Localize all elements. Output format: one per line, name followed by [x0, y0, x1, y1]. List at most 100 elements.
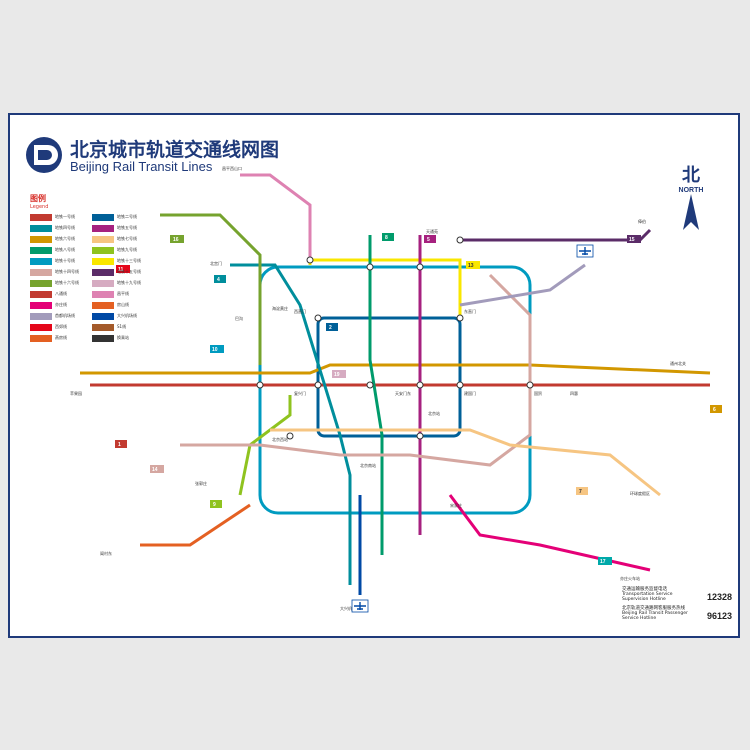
legend-item: 房山线 — [92, 301, 150, 309]
transfer-station[interactable] — [416, 432, 424, 440]
transfer-station[interactable] — [526, 381, 534, 389]
station-label[interactable]: 建国门 — [464, 390, 476, 396]
line-badge-8[interactable] — [382, 233, 394, 241]
transfer-station[interactable] — [286, 432, 294, 440]
legend-label: 地铁十五号线 — [117, 269, 141, 274]
station-label[interactable]: 通州北关 — [670, 360, 686, 366]
station-label[interactable]: 西直门 — [294, 308, 306, 314]
transfer-station[interactable] — [456, 314, 464, 322]
line-badge-14[interactable] — [150, 465, 164, 473]
hotline-number[interactable]: 12328 — [706, 592, 732, 602]
legend-label: 地铁四号线 — [55, 225, 75, 230]
legend-item: 地铁十五号线 — [92, 268, 150, 276]
svg-text:19: 19 — [334, 372, 340, 378]
line-16-path[interactable] — [160, 213, 262, 365]
legend-swatch — [30, 279, 52, 287]
station-label[interactable]: 国贸 — [534, 390, 542, 396]
line-8-path[interactable] — [368, 235, 384, 555]
station-label[interactable]: 天安门东 — [395, 390, 411, 396]
legend-swatch — [92, 235, 114, 243]
station-label[interactable]: 张郭庄 — [195, 480, 207, 486]
line-badge-6[interactable] — [710, 405, 722, 413]
transfer-station[interactable] — [456, 381, 464, 389]
station-label[interactable]: 苹果园 — [70, 390, 82, 396]
station-label[interactable]: 俸伯 — [638, 218, 646, 224]
hotline-row: 交通运输服务监督电话 Transportation Service Superv… — [622, 587, 732, 602]
line-badge-10[interactable] — [210, 345, 224, 353]
hotline-number[interactable]: 96123 — [706, 611, 732, 621]
transfer-station[interactable] — [456, 236, 464, 244]
line-15-path[interactable] — [460, 228, 652, 242]
line-badge-19[interactable] — [332, 370, 346, 378]
transfer-station[interactable] — [314, 314, 322, 322]
line-6-path[interactable] — [80, 363, 711, 375]
station-label[interactable]: 大兴机场 — [340, 605, 356, 611]
transfer-station[interactable] — [256, 381, 264, 389]
line-badge-2[interactable] — [326, 323, 338, 331]
line-badge-9[interactable] — [210, 500, 222, 508]
legend-swatch — [92, 312, 114, 320]
legend-item: 西郊线 — [30, 323, 88, 331]
transfer-station[interactable] — [306, 256, 314, 264]
transfer-station[interactable] — [366, 263, 374, 271]
yizhuang-line-path[interactable] — [448, 494, 651, 572]
legend-swatch — [92, 246, 114, 254]
transfer-station[interactable] — [416, 263, 424, 271]
legend-label: 地铁十九号线 — [117, 280, 141, 285]
line-badge-11[interactable] — [116, 265, 130, 273]
station-label[interactable]: 北京站 — [428, 410, 440, 416]
station-label[interactable]: 北京西站 — [272, 436, 288, 442]
line-badge-15[interactable] — [627, 235, 641, 243]
line-badge-5[interactable] — [424, 235, 436, 243]
station-label[interactable]: 宋家庄 — [450, 502, 462, 508]
hotline-label: 交通运输服务监督电话 Transportation Service Superv… — [622, 587, 673, 602]
transfer-station[interactable] — [416, 381, 424, 389]
legend-swatch — [30, 235, 52, 243]
legend-label: 亦庄线 — [55, 302, 67, 307]
north-label-cn: 北 — [682, 165, 700, 186]
station-label[interactable]: 天通苑 — [426, 228, 438, 234]
line-badge-17[interactable] — [598, 557, 612, 565]
transfer-station[interactable] — [366, 381, 374, 389]
legend-swatch — [92, 257, 114, 265]
fangshan-line-path[interactable] — [140, 503, 251, 547]
north-label-en: NORTH — [678, 187, 704, 194]
station-label[interactable]: 昌平西山口 — [222, 165, 242, 171]
legend-label: 地铁八号线 — [55, 247, 75, 252]
line-14-path[interactable] — [180, 273, 532, 467]
changping-line-path[interactable] — [240, 173, 312, 260]
station-label[interactable]: 阎村东 — [100, 550, 112, 556]
legend-label: 地铁十六号线 — [55, 280, 79, 285]
line-4-path[interactable] — [230, 263, 352, 585]
station-label[interactable]: 北宫门 — [210, 260, 222, 266]
legend-item: 地铁十六号线 — [30, 279, 88, 287]
airport-icon — [576, 244, 594, 258]
north-arrow-icon — [683, 194, 699, 230]
line-badge-13[interactable] — [466, 261, 480, 269]
svg-text:2: 2 — [329, 325, 332, 331]
rail-map-poster: 西直门 东直门 建国门 复兴门 天安门东 北京站 北京西站 北京南站 宋家庄 海… — [8, 113, 740, 638]
station-label[interactable]: 东直门 — [464, 308, 476, 314]
station-label[interactable]: 四惠 — [570, 390, 578, 396]
legend-item: 亦庄线 — [30, 301, 88, 309]
line-2-path[interactable] — [316, 316, 462, 438]
station-label[interactable]: 复兴门 — [294, 390, 306, 396]
line-badge-16[interactable] — [170, 235, 184, 243]
line-badge-7[interactable] — [576, 487, 588, 495]
station-label[interactable]: 巴沟 — [235, 315, 243, 321]
line-badge-1[interactable] — [115, 440, 127, 448]
station-label[interactable]: 环球度假区 — [630, 490, 650, 496]
line-7-path[interactable] — [270, 428, 661, 497]
line-badge-4[interactable] — [214, 275, 226, 283]
legend-item: 八通线 — [30, 290, 88, 298]
legend-swatch — [30, 290, 52, 298]
station-label[interactable]: 海淀黄庄 — [272, 305, 288, 311]
station-label[interactable]: 亦庄火车站 — [620, 575, 640, 581]
airport-line-path[interactable] — [459, 263, 586, 307]
legend-swatch — [92, 279, 114, 287]
station-labels: 西直门 东直门 建国门 复兴门 天安门东 北京站 北京西站 北京南站 宋家庄 海… — [70, 165, 686, 611]
transfer-station[interactable] — [314, 381, 322, 389]
station-label[interactable]: 北京南站 — [360, 462, 376, 468]
rail-network-map[interactable]: 西直门 东直门 建国门 复兴门 天安门东 北京站 北京西站 北京南站 宋家庄 海… — [10, 115, 738, 636]
legend-swatch — [92, 224, 114, 232]
